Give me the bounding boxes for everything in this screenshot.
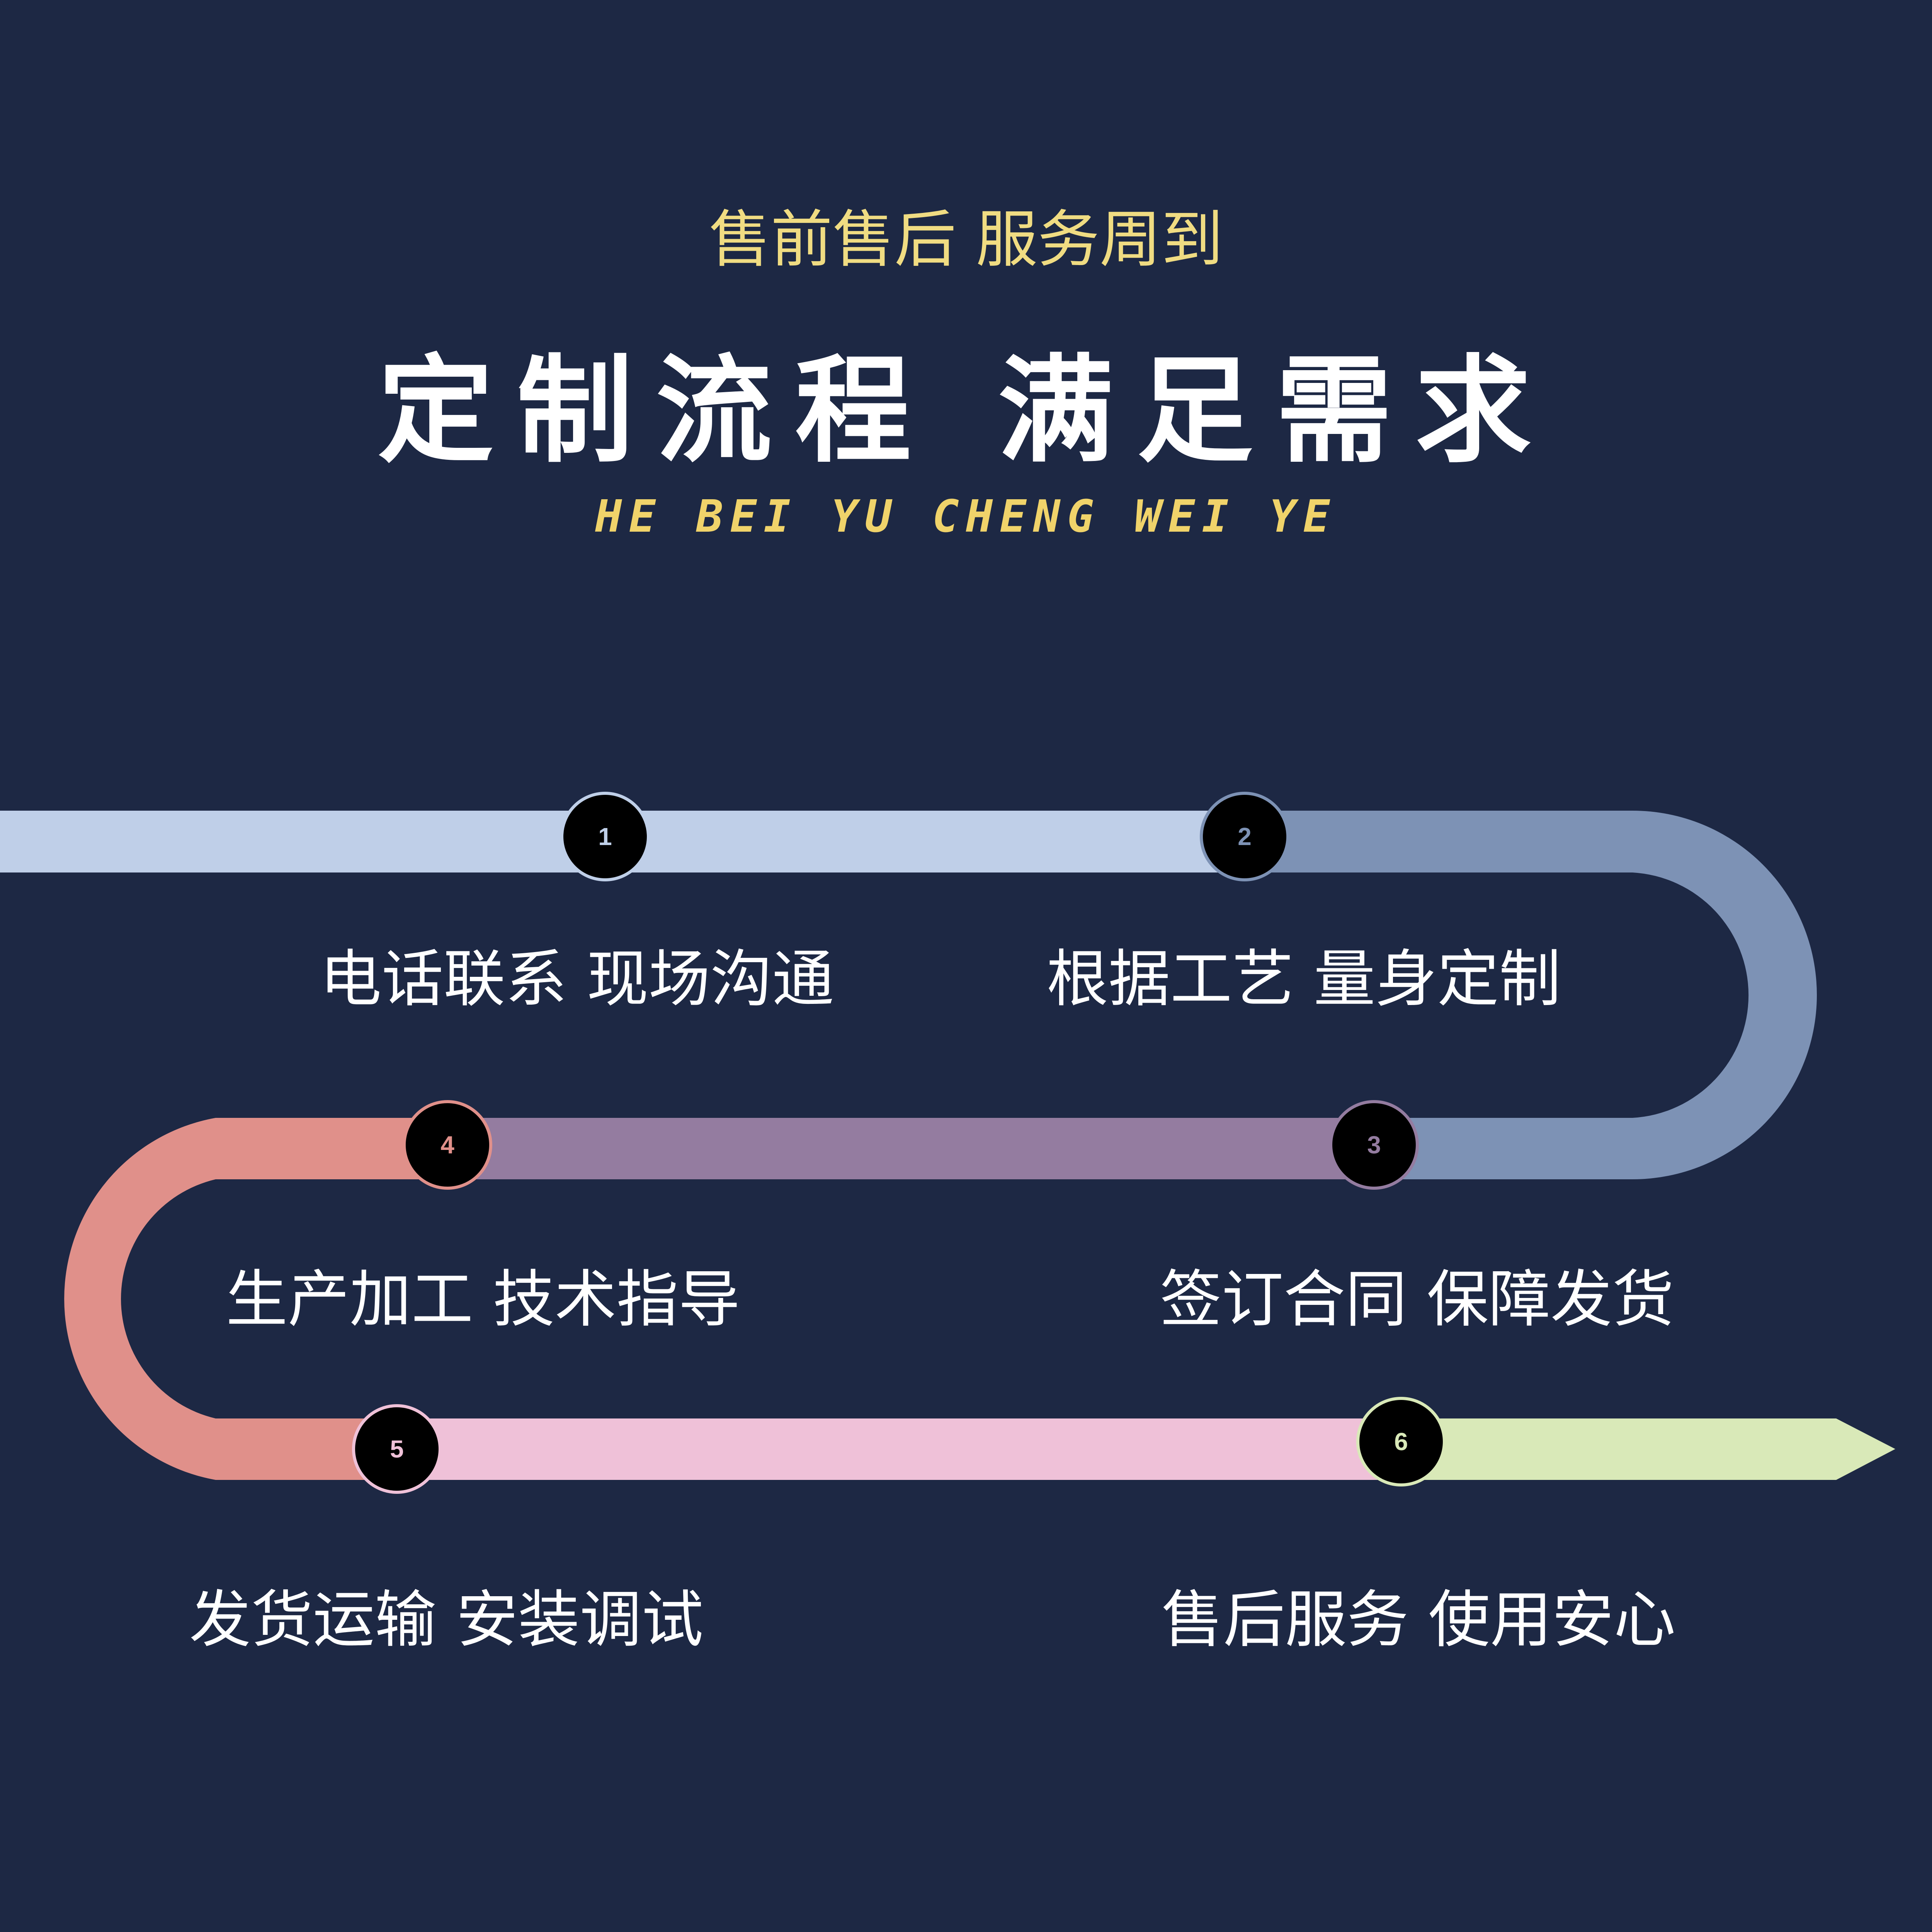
step-5-number: 5 <box>390 1435 404 1463</box>
step-1-label: 电话联系 现场沟通 <box>320 943 834 1015</box>
path-segment-3 <box>447 1118 1374 1179</box>
step-2-marker <box>1200 792 1289 881</box>
subtitle: 售前售后 服务周到 <box>709 203 1223 276</box>
step-6-label: 售后服务 使用安心 <box>1161 1583 1676 1656</box>
step-1-marker <box>560 792 650 881</box>
step-2-number: 2 <box>1238 823 1252 850</box>
step-3-label: 签订合同 保障发货 <box>1160 1263 1674 1335</box>
company-name: HE BEI YU CHENG WEI YE <box>595 491 1337 543</box>
step-1-number: 1 <box>598 823 612 850</box>
step-4-number: 4 <box>440 1131 454 1159</box>
step-5-label: 发货运输 安装调试 <box>189 1583 704 1656</box>
step-3-number: 3 <box>1367 1131 1381 1159</box>
step-2-label: 根据工艺 量身定制 <box>1046 943 1561 1015</box>
step-6-marker <box>1356 1397 1446 1486</box>
step-4-label: 生产加工 技术指导 <box>226 1263 740 1335</box>
step-3-marker <box>1329 1100 1419 1190</box>
path-segment-5 <box>397 1418 1401 1480</box>
path-segment-6-arrow <box>1401 1418 1895 1480</box>
path-segment-4 <box>64 1118 448 1480</box>
step-5-marker <box>352 1404 442 1494</box>
step-6-number: 6 <box>1394 1428 1408 1456</box>
page-title: 定制流程 满足需求 <box>378 344 1554 478</box>
path-segment-2 <box>1236 811 1817 1179</box>
step-4-marker <box>403 1100 492 1190</box>
